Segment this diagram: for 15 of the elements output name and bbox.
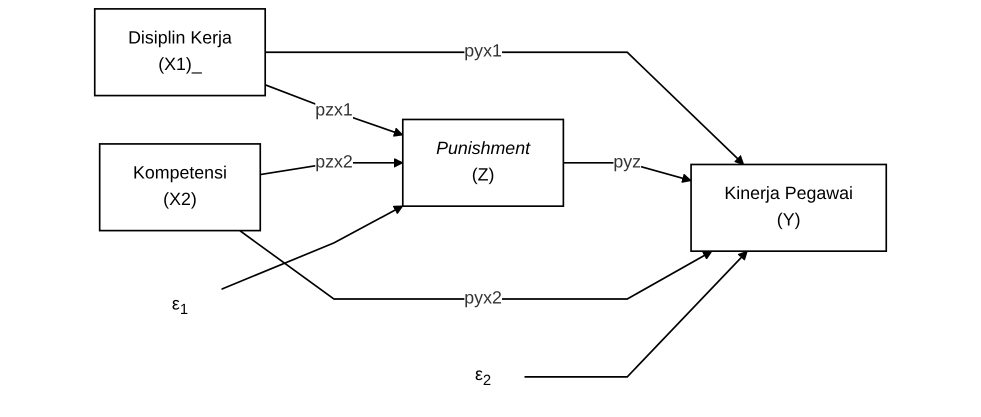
node-box: Kompetensi (X2) (98, 143, 262, 232)
node-text: ε$_{2}$ (474, 366, 492, 388)
arrow (524, 250, 748, 378)
edge-label: pyx1 (464, 42, 502, 62)
edge-label: pyz (613, 152, 642, 172)
arrow (265, 51, 744, 165)
edge-label: pzx2 (315, 152, 353, 172)
node-text: ε$_{1}$ (172, 295, 188, 318)
edge-label: pyx2 (464, 289, 502, 308)
arrow (239, 230, 712, 300)
edge-label: pzx1 (315, 101, 353, 120)
node-box: Kinerja Pegawai (Y) (690, 164, 888, 252)
arrow (264, 84, 404, 137)
node-box: Disiplin Kerja (X1)_ (94, 8, 266, 96)
arrow (221, 206, 404, 290)
